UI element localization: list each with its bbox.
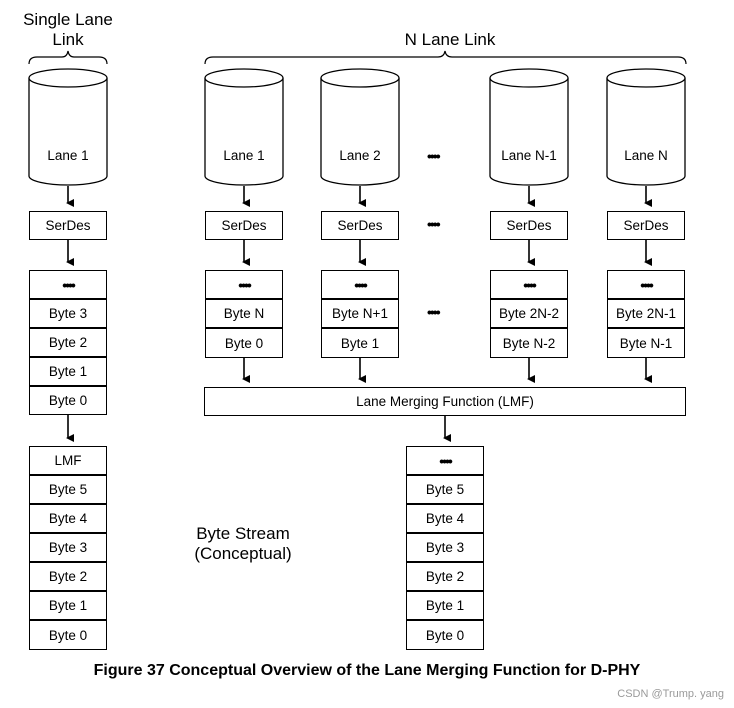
lane-1-cylinder bbox=[204, 78, 284, 186]
lane-n-serdes: SerDes bbox=[607, 211, 685, 240]
lanes-ellipsis: •••• bbox=[427, 148, 441, 164]
merged-output-byte2: Byte 2 bbox=[406, 562, 484, 591]
figure-caption: Figure 37 Conceptual Overview of the Lan… bbox=[93, 662, 641, 679]
merged-output-byte0: Byte 0 bbox=[406, 620, 484, 650]
single-lane-cylinder bbox=[28, 78, 108, 186]
single-stack-byte0: Byte 0 bbox=[29, 386, 107, 415]
single-output-lmf: LMF bbox=[29, 446, 107, 475]
single-output-byte5: Byte 5 bbox=[29, 475, 107, 504]
merged-output-byte5: Byte 5 bbox=[406, 475, 484, 504]
lane-2-label: Lane 2 bbox=[339, 148, 381, 163]
lane-n-stack-high: Byte 2N-1 bbox=[607, 299, 685, 328]
n-lane-link-header: N Lane Link bbox=[404, 30, 496, 49]
n-lane-brace bbox=[204, 50, 687, 65]
lane-2-stack-high: Byte N+1 bbox=[321, 299, 399, 328]
single-stack-ellipsis: •••• bbox=[29, 270, 107, 299]
single-output-byte0: Byte 0 bbox=[29, 620, 107, 650]
single-output-byte3: Byte 3 bbox=[29, 533, 107, 562]
single-lane-cylinder-label: Lane 1 bbox=[47, 148, 89, 163]
lane-n-1-cylinder-top bbox=[489, 68, 569, 88]
single-stack-byte2: Byte 2 bbox=[29, 328, 107, 357]
lane-n-1-label: Lane N-1 bbox=[501, 148, 557, 163]
lane-1-stack-ellipsis: •••• bbox=[205, 270, 283, 299]
lane-2-stack-ellipsis: •••• bbox=[321, 270, 399, 299]
single-stack-byte1: Byte 1 bbox=[29, 357, 107, 386]
lane-n-label: Lane N bbox=[624, 148, 668, 163]
lane-1-stack-low: Byte 0 bbox=[205, 328, 283, 358]
serdes-ellipsis: •••• bbox=[427, 216, 441, 232]
single-output-byte4: Byte 4 bbox=[29, 504, 107, 533]
stack-ellipsis: •••• bbox=[427, 304, 441, 320]
lane-n-1-stack-high: Byte 2N-2 bbox=[490, 299, 568, 328]
single-output-byte1: Byte 1 bbox=[29, 591, 107, 620]
single-lane-cylinder-top bbox=[28, 68, 108, 88]
lane-2-serdes: SerDes bbox=[321, 211, 399, 240]
single-lane-brace bbox=[28, 50, 108, 65]
single-stack-byte3: Byte 3 bbox=[29, 299, 107, 328]
lane-1-stack-high: Byte N bbox=[205, 299, 283, 328]
byte-stream-label: Byte Stream (Conceptual) bbox=[194, 524, 292, 563]
lane-n-cylinder bbox=[606, 78, 686, 186]
single-serdes-box: SerDes bbox=[29, 211, 107, 240]
lane-1-serdes: SerDes bbox=[205, 211, 283, 240]
lane-n-cylinder-top bbox=[606, 68, 686, 88]
merged-output-byte4: Byte 4 bbox=[406, 504, 484, 533]
lane-2-cylinder-top bbox=[320, 68, 400, 88]
lane-2-stack-low: Byte 1 bbox=[321, 328, 399, 358]
merged-output-byte3: Byte 3 bbox=[406, 533, 484, 562]
lane-2-cylinder bbox=[320, 78, 400, 186]
lane-n-1-stack-ellipsis: •••• bbox=[490, 270, 568, 299]
lane-n-stack-ellipsis: •••• bbox=[607, 270, 685, 299]
lane-n-1-serdes: SerDes bbox=[490, 211, 568, 240]
lane-1-cylinder-top bbox=[204, 68, 284, 88]
single-output-byte2: Byte 2 bbox=[29, 562, 107, 591]
watermark: CSDN @Trump. yang bbox=[617, 688, 724, 700]
lane-1-label: Lane 1 bbox=[223, 148, 265, 163]
lane-n-1-stack-low: Byte N-2 bbox=[490, 328, 568, 358]
lane-merging-function-box: Lane Merging Function (LMF) bbox=[204, 387, 686, 416]
merged-output-byte1: Byte 1 bbox=[406, 591, 484, 620]
lane-n-1-cylinder bbox=[489, 78, 569, 186]
single-lane-link-header: Single Lane Link bbox=[23, 10, 113, 49]
merged-output-ellipsis: •••• bbox=[406, 446, 484, 475]
lane-n-stack-low: Byte N-1 bbox=[607, 328, 685, 358]
